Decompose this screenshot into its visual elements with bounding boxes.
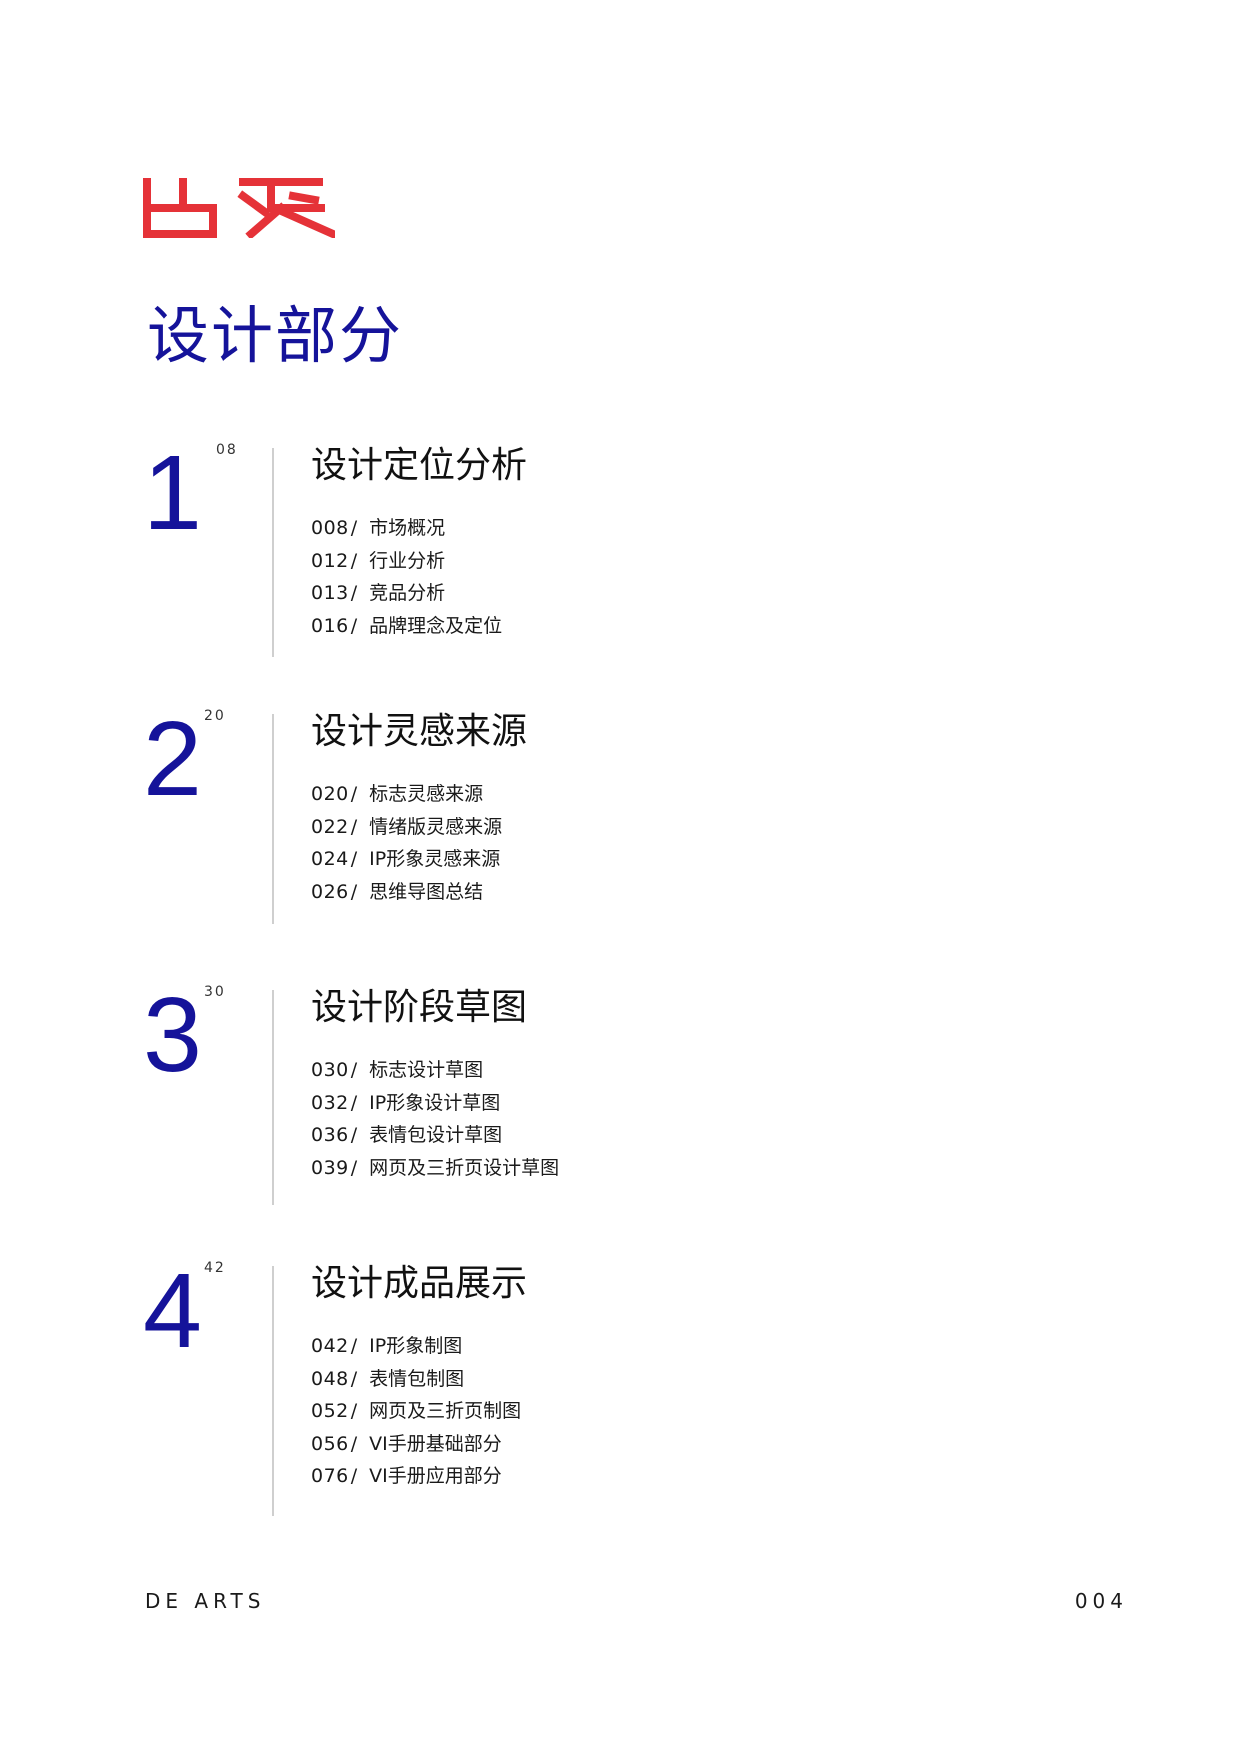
toc-item-page: 056 xyxy=(311,1432,349,1455)
toc-item-label: 网页及三折页制图 xyxy=(369,1400,522,1422)
section-title: 设计阶段草图 xyxy=(311,987,528,1028)
toc-item[interactable]: 008/市场概况 xyxy=(311,517,446,539)
toc-item-page: 008 xyxy=(311,517,349,539)
section-divider xyxy=(272,714,274,924)
toc-item-page: 020 xyxy=(311,783,349,805)
toc-item-label: VI手册基础部分 xyxy=(369,1432,502,1455)
toc-item-label: 情绪版灵感来源 xyxy=(369,815,503,838)
toc-item-label: IP形象灵感来源 xyxy=(369,848,501,870)
toc-item[interactable]: 024/IP形象灵感来源 xyxy=(311,848,501,870)
toc-item[interactable]: 016/品牌理念及定位 xyxy=(311,614,503,637)
section-item-list: 008/市场概况 012/行业分析 013/竞品分析 016/品牌理念及定位 xyxy=(311,512,502,642)
toc-item[interactable]: 042/IP形象制图 xyxy=(311,1335,463,1357)
toc-item-label: 标志设计草图 xyxy=(369,1059,484,1081)
page-title: 设计部分 xyxy=(147,299,404,372)
toc-item-label: VI手册应用部分 xyxy=(369,1465,502,1487)
toc-item-page: 030 xyxy=(311,1059,349,1081)
toc-item[interactable]: 026/思维导图总结 xyxy=(311,880,484,903)
section-item-list: 042/IP形象制图 048/表情包制图 052/网页及三折页制图 056/VI… xyxy=(311,1330,521,1493)
toc-item-page: 024 xyxy=(311,848,349,870)
toc-item[interactable]: 076/VI手册应用部分 xyxy=(311,1465,502,1487)
toc-item-page: 052 xyxy=(311,1400,349,1422)
toc-item-page: 048 xyxy=(311,1367,349,1390)
toc-item-page: 076 xyxy=(311,1465,349,1487)
section-item-list: 020/标志灵感来源 022/情绪版灵感来源 024/IP形象灵感来源 026/… xyxy=(311,778,502,908)
toc-item-label: 市场概况 xyxy=(369,517,446,539)
toc-item-label: 品牌理念及定位 xyxy=(369,614,503,637)
toc-item[interactable]: 039/网页及三折页设计草图 xyxy=(311,1156,560,1179)
toc-item-label: 网页及三折页设计草图 xyxy=(369,1156,560,1179)
toc-item-label: 标志灵感来源 xyxy=(369,783,484,805)
toc-item-label: 行业分析 xyxy=(369,549,446,572)
toc-item-page: 012 xyxy=(311,549,349,572)
section-start-page: 20 xyxy=(204,708,226,724)
toc-item-page: 022 xyxy=(311,815,349,838)
toc-item[interactable]: 056/VI手册基础部分 xyxy=(311,1432,502,1455)
toc-item[interactable]: 020/标志灵感来源 xyxy=(311,783,484,805)
section-divider xyxy=(272,990,274,1205)
toc-item[interactable]: 048/表情包制图 xyxy=(311,1367,465,1390)
toc-item-label: 竞品分析 xyxy=(369,582,446,604)
toc-item-page: 016 xyxy=(311,614,349,637)
toc-item[interactable]: 013/竞品分析 xyxy=(311,582,446,604)
toc-item[interactable]: 036/表情包设计草图 xyxy=(311,1124,503,1146)
section-start-page: 08 xyxy=(216,442,238,458)
page-number: 004 xyxy=(1074,1589,1128,1613)
section-start-page: 30 xyxy=(204,984,226,1000)
toc-item-label: IP形象设计草图 xyxy=(369,1091,501,1114)
section-item-list: 030/标志设计草图 032/IP形象设计草图 036/表情包设计草图 039/… xyxy=(311,1054,559,1184)
toc-item-label: 思维导图总结 xyxy=(369,880,484,903)
toc-item-page: 026 xyxy=(311,880,349,903)
section-title: 设计成品展示 xyxy=(311,1263,528,1304)
toc-item[interactable]: 030/标志设计草图 xyxy=(311,1059,484,1081)
section-number: 4 xyxy=(143,1252,202,1370)
footer-brand: DE ARTS xyxy=(145,1589,266,1613)
section-number: 1 xyxy=(143,434,202,552)
toc-item[interactable]: 052/网页及三折页制图 xyxy=(311,1400,522,1422)
toc-item-page: 032 xyxy=(311,1091,349,1114)
section-title: 设计灵感来源 xyxy=(311,711,528,752)
section-number: 2 xyxy=(143,700,202,818)
toc-item-label: IP形象制图 xyxy=(369,1335,463,1357)
toc-item[interactable]: 032/IP形象设计草图 xyxy=(311,1091,501,1114)
toc-item-page: 036 xyxy=(311,1124,349,1146)
toc-item-page: 013 xyxy=(311,582,349,604)
toc-item[interactable]: 012/行业分析 xyxy=(311,549,446,572)
section-divider xyxy=(272,1266,274,1516)
toc-item-page: 042 xyxy=(311,1335,349,1357)
toc-item-page: 039 xyxy=(311,1156,349,1179)
toc-item[interactable]: 022/情绪版灵感来源 xyxy=(311,815,503,838)
toc-item-label: 表情包设计草图 xyxy=(369,1124,503,1146)
section-title: 设计定位分析 xyxy=(311,445,528,486)
brand-logo-icon xyxy=(143,178,335,238)
toc-item-label: 表情包制图 xyxy=(369,1367,465,1390)
section-number: 3 xyxy=(143,976,202,1094)
section-start-page: 42 xyxy=(204,1260,226,1276)
section-divider xyxy=(272,448,274,657)
